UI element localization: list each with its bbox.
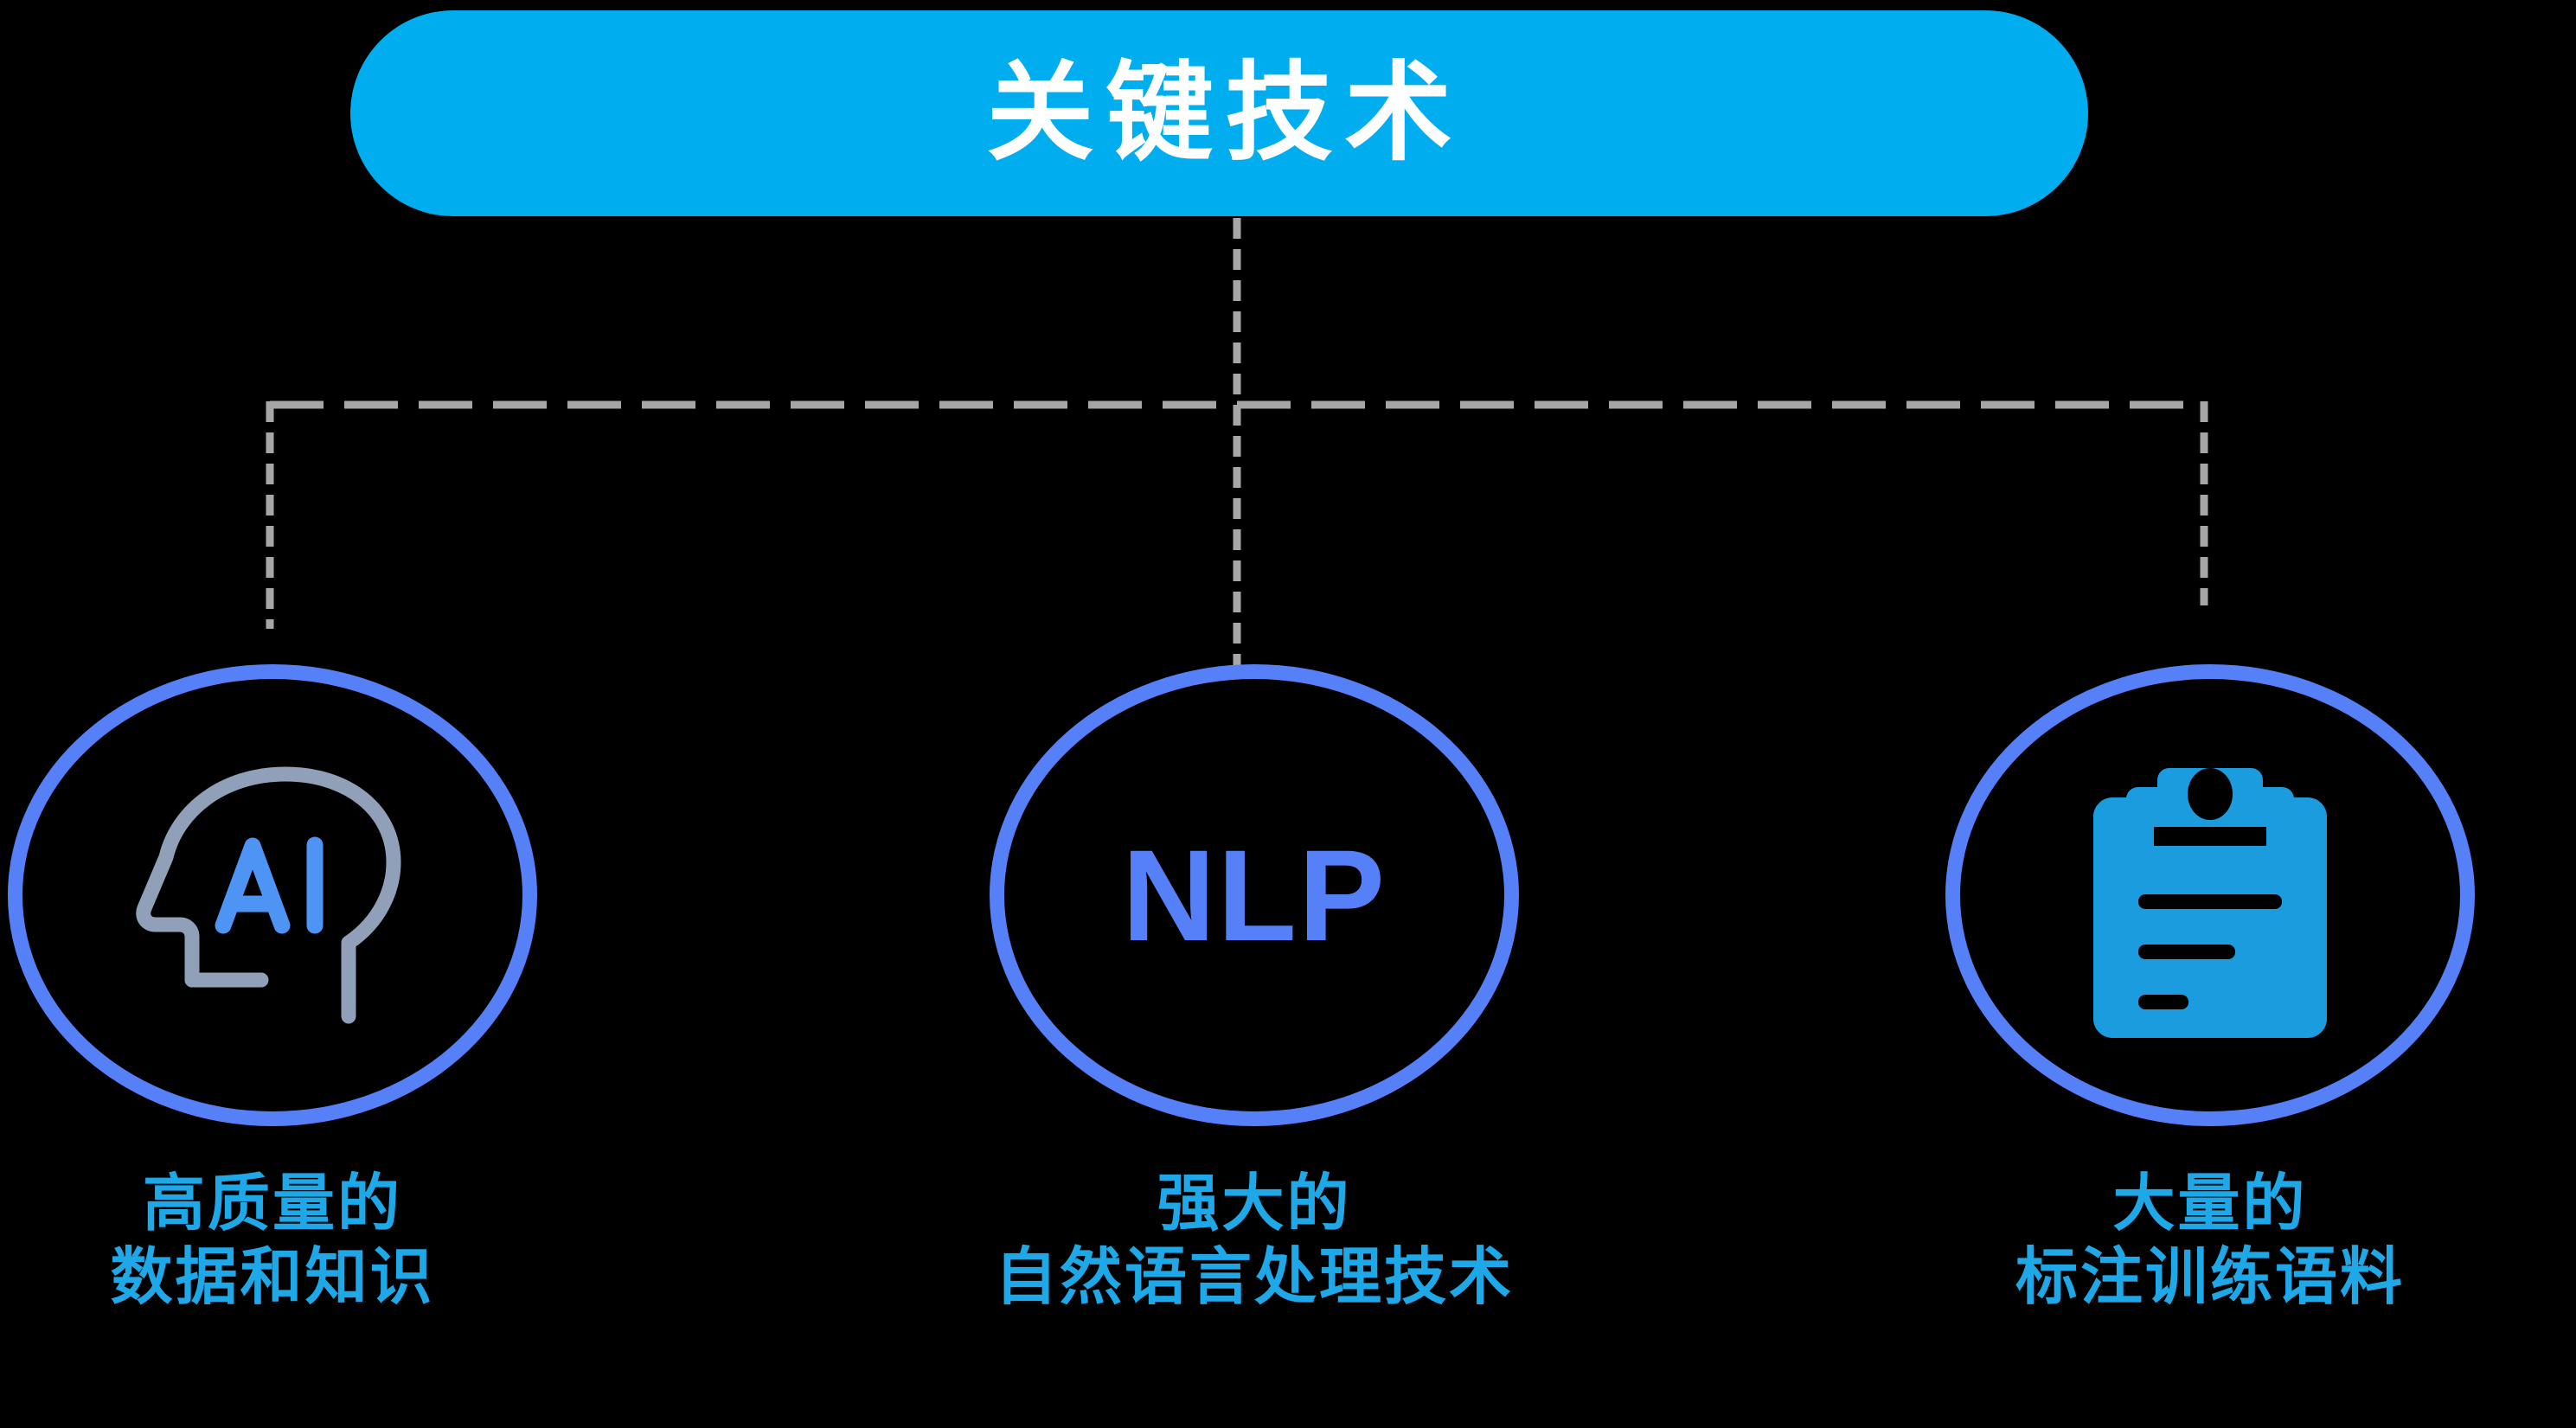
node-nlp[interactable]: NLP 强大的 自然语言处理技术 — [986, 664, 1522, 1315]
nlp-text-icon: NLP — [1122, 823, 1387, 968]
caption-line-2: 自然语言处理技术 — [994, 1242, 1514, 1312]
caption-line-1: 大量的 — [2112, 1169, 2308, 1239]
caption-line-2: 数据和知识 — [110, 1242, 435, 1312]
ai-head-icon — [136, 766, 401, 1024]
root-node-key-technologies[interactable]: 关键技术 — [350, 10, 2088, 216]
caption-line-1: 强大的 — [1157, 1169, 1352, 1239]
node-ring-data-knowledge — [8, 664, 537, 1126]
node-caption-annotated-corpus: 大量的 标注训练语料 — [2015, 1168, 2405, 1315]
node-caption-data-knowledge: 高质量的 数据和知识 — [110, 1168, 434, 1315]
node-ring-annotated-corpus — [1945, 664, 2475, 1126]
node-caption-nlp: 强大的 自然语言处理技术 — [995, 1168, 1514, 1315]
node-data-knowledge[interactable]: 高质量的 数据和知识 — [4, 664, 541, 1315]
clipboard-icon — [2093, 768, 2327, 1038]
node-ring-nlp: NLP — [990, 664, 1519, 1126]
node-annotated-corpus[interactable]: 大量的 标注训练语料 — [1942, 664, 2478, 1315]
root-node-label: 关键技术 — [986, 54, 1464, 173]
caption-line-1: 高质量的 — [142, 1169, 402, 1239]
caption-line-2: 标注训练语料 — [2015, 1242, 2405, 1312]
